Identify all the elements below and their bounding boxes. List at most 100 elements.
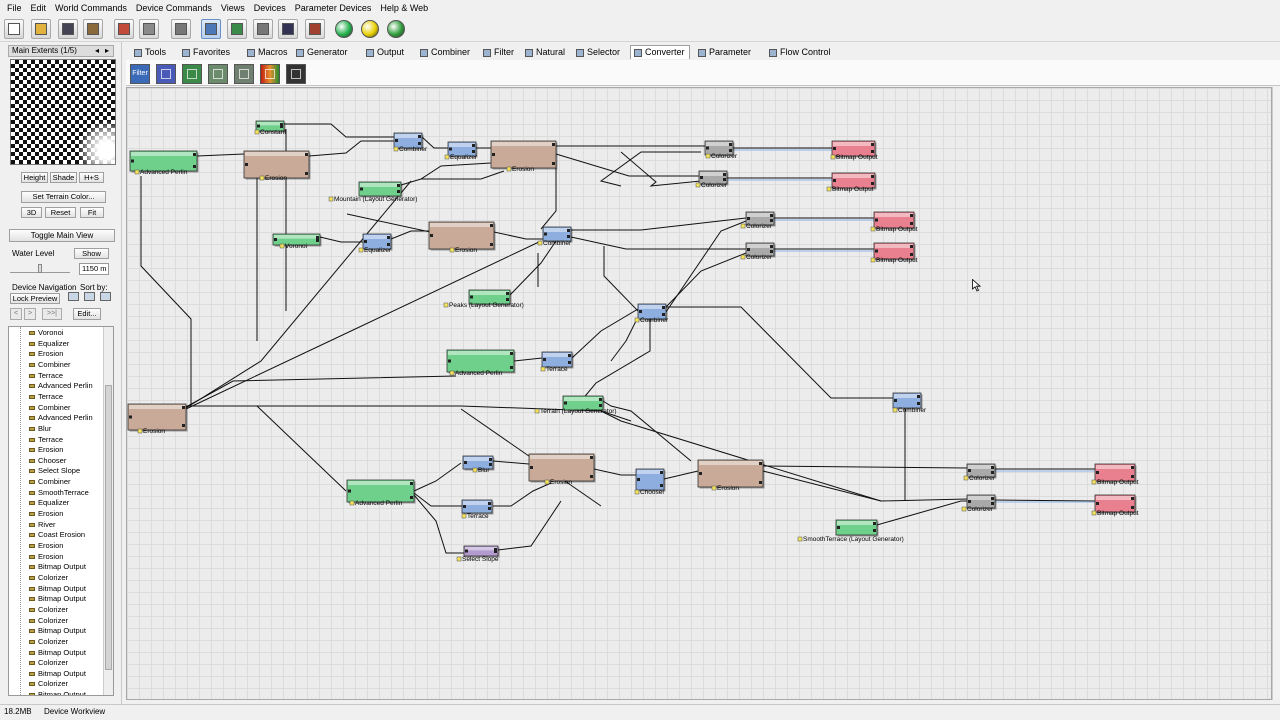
tree-item-chooser[interactable]: Chooser — [29, 456, 66, 466]
node-body[interactable] — [528, 453, 595, 482]
input-port-icon[interactable] — [968, 469, 971, 472]
output-port-icon[interactable] — [1131, 475, 1134, 478]
device-node-smoothterrace-layout-generator[interactable]: SmoothTerrace (Layout Generator) — [797, 519, 904, 543]
input-port-icon[interactable] — [465, 549, 468, 553]
output-port-icon[interactable] — [871, 150, 874, 153]
device-node-equalizer[interactable]: Equalizer — [444, 141, 478, 161]
output-port-icon[interactable] — [662, 306, 665, 309]
connection-wire[interactable] — [319, 236, 363, 243]
node-body[interactable] — [745, 242, 775, 257]
lock-preview-button[interactable]: Lock Preview — [10, 293, 60, 304]
input-port-icon[interactable] — [875, 218, 878, 222]
output-port-icon[interactable] — [316, 239, 319, 242]
tree-scrollbar[interactable] — [103, 327, 113, 695]
connection-wire[interactable] — [413, 462, 462, 492]
menu-file[interactable]: File — [7, 3, 22, 13]
output-port-icon[interactable] — [489, 463, 492, 466]
device-node-erosion[interactable]: Erosion — [697, 459, 765, 492]
connection-wire[interactable] — [140, 176, 192, 406]
node-body[interactable] — [461, 499, 493, 514]
tree-item-blur[interactable]: Blur — [29, 424, 51, 434]
node-body[interactable] — [393, 132, 423, 149]
device-node-terrain-layout-generator[interactable]: Terrain (Layout Generator) — [534, 395, 617, 415]
output-port-icon[interactable] — [910, 253, 913, 256]
input-port-icon[interactable] — [470, 295, 473, 299]
connection-wire[interactable] — [513, 357, 543, 362]
tree-item-terrace[interactable]: Terrace — [29, 392, 63, 402]
connection-wire[interactable] — [570, 236, 746, 250]
output-port-icon[interactable] — [770, 245, 773, 248]
show-water-button[interactable]: Show — [74, 248, 109, 259]
output-port-icon[interactable] — [387, 243, 390, 246]
node-body[interactable] — [362, 233, 392, 250]
connection-wire[interactable] — [185, 240, 542, 410]
device-node-voronoi[interactable]: Voronoi — [272, 233, 322, 250]
node-body[interactable] — [873, 211, 915, 229]
chevron-left-icon[interactable]: ◂ — [95, 46, 100, 55]
input-port-icon[interactable] — [274, 238, 277, 241]
node-body[interactable] — [463, 545, 499, 557]
device-node-combiner[interactable]: Combiner — [634, 303, 669, 324]
tab-output[interactable]: Output — [362, 45, 412, 59]
connection-wire[interactable] — [593, 468, 636, 476]
height-button[interactable]: Height — [21, 172, 48, 183]
tree-item-colorizer[interactable]: Colorizer — [29, 605, 68, 615]
connection-wire[interactable] — [610, 318, 638, 362]
output-port-icon[interactable] — [410, 482, 413, 485]
input-port-icon[interactable] — [639, 310, 642, 313]
connection-wire[interactable] — [876, 500, 967, 526]
device-node-colorizer[interactable]: Colorizer — [740, 242, 776, 261]
nav-last-icon[interactable]: >>| — [42, 308, 62, 320]
output-port-icon[interactable] — [397, 190, 400, 193]
output-port-icon[interactable] — [494, 548, 497, 551]
tab-parameter[interactable]: Parameter — [694, 45, 761, 59]
output-port-icon[interactable] — [418, 135, 421, 138]
connection-wire[interactable] — [509, 240, 557, 296]
extents-selector[interactable]: Main Extents (1/5) ◂ ▸ — [8, 45, 114, 57]
output-port-icon[interactable] — [991, 466, 994, 469]
split-device-button[interactable] — [208, 64, 228, 84]
input-port-icon[interactable] — [530, 466, 533, 469]
tree-scrollbar-thumb[interactable] — [105, 385, 112, 670]
tree-item-bitmap-output[interactable]: Bitmap Output — [29, 562, 86, 572]
device-node-erosion[interactable]: Erosion — [490, 140, 558, 173]
render-button[interactable] — [305, 19, 325, 39]
device-node-constant[interactable]: Constant — [254, 120, 286, 136]
device-node-bitmap-output[interactable]: Bitmap Output — [826, 172, 877, 193]
connection-wire[interactable] — [666, 306, 893, 399]
output-port-icon[interactable] — [472, 144, 475, 147]
sort-type-icon[interactable] — [84, 292, 95, 301]
output-port-icon[interactable] — [662, 313, 665, 316]
input-port-icon[interactable] — [875, 249, 878, 253]
output-port-icon[interactable] — [910, 222, 913, 225]
grid-button[interactable] — [227, 19, 247, 39]
connection-wire[interactable] — [620, 151, 702, 187]
open-button[interactable] — [31, 19, 51, 39]
map-device-button[interactable] — [182, 64, 202, 84]
tab-favorites[interactable]: Favorites — [178, 45, 240, 59]
tree-item-erosion[interactable]: Erosion — [29, 541, 63, 551]
output-port-icon[interactable] — [506, 298, 509, 301]
edit-button[interactable]: Edit... — [73, 308, 101, 320]
connection-wire[interactable] — [571, 217, 747, 231]
output-port-icon[interactable] — [280, 123, 283, 126]
menu-edit[interactable]: Edit — [30, 3, 47, 13]
output-port-icon[interactable] — [871, 182, 874, 185]
input-port-icon[interactable] — [543, 358, 546, 361]
connection-wire[interactable] — [493, 482, 552, 507]
node-body[interactable] — [562, 395, 604, 411]
output-port-icon[interactable] — [182, 406, 185, 409]
tab-selector[interactable]: Selector — [572, 45, 626, 59]
connection-wire[interactable] — [186, 405, 632, 422]
input-port-icon[interactable] — [747, 217, 750, 220]
output-port-icon[interactable] — [991, 497, 994, 500]
device-node-combiner[interactable]: Combiner — [892, 392, 927, 414]
output-port-icon[interactable] — [770, 214, 773, 217]
sort-grid-icon[interactable] — [100, 292, 111, 301]
node-body[interactable] — [835, 519, 878, 536]
output-port-icon[interactable] — [387, 236, 390, 239]
output-port-icon[interactable] — [510, 352, 513, 355]
3d-button[interactable]: 3D — [21, 207, 42, 218]
connection-wire[interactable] — [600, 410, 882, 502]
node-body[interactable] — [272, 233, 321, 246]
